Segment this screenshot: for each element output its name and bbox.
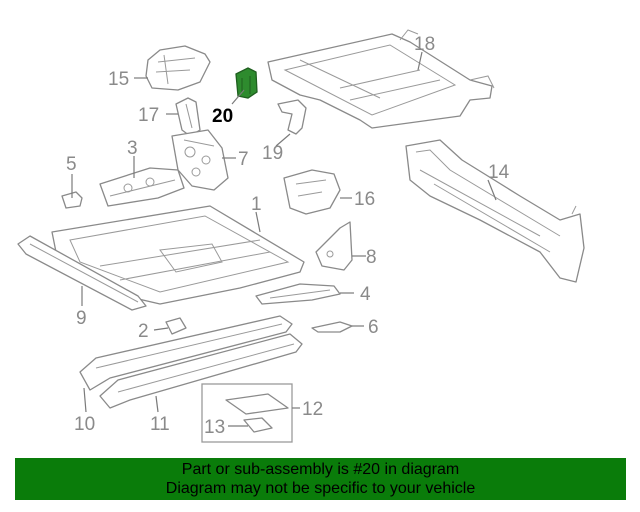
callout-19: 19 — [262, 143, 283, 164]
callout-20: 20 — [212, 106, 233, 127]
callout-13: 13 — [204, 417, 225, 438]
part-2-small-bracket — [165, 317, 187, 335]
part-1-floor-pan — [51, 205, 305, 305]
part-15-bracket — [145, 45, 211, 91]
part-17-small-bracket — [175, 97, 201, 137]
callout-8: 8 — [366, 247, 377, 268]
parts-diagram: 1 2 3 4 5 6 7 8 9 10 11 12 13 14 15 16 1… — [17, 29, 585, 443]
callout-11: 11 — [150, 414, 170, 435]
info-banner: Part or sub-assembly is #20 in diagram D… — [15, 458, 626, 500]
part-3-crossmember — [99, 167, 185, 207]
leader-lines — [71, 51, 497, 427]
part-18-rear-floor — [267, 29, 495, 129]
part-19-hook-bracket — [277, 99, 307, 135]
banner-line-2: Diagram may not be specific to your vehi… — [165, 480, 476, 497]
callout-9: 9 — [76, 308, 87, 329]
callout-4: 4 — [360, 284, 371, 305]
callout-5: 5 — [66, 154, 77, 175]
part-16-bracket — [283, 169, 341, 215]
part-9-sill — [17, 235, 147, 311]
part-7-panel — [171, 129, 229, 191]
callout-numbers: 1 2 3 4 5 6 7 8 9 10 11 12 13 14 15 16 1… — [66, 34, 510, 438]
part-10-rail — [79, 315, 293, 391]
callout-10: 10 — [74, 414, 95, 435]
callout-14: 14 — [488, 162, 510, 183]
callout-1: 1 — [251, 194, 262, 215]
banner-line-1: Part or sub-assembly is #20 in diagram — [181, 461, 460, 478]
callout-15: 15 — [108, 69, 129, 90]
callout-18: 18 — [414, 34, 435, 55]
callout-3: 3 — [127, 138, 138, 159]
parts-12-13-box — [201, 383, 293, 443]
part-11-rail — [99, 333, 303, 409]
callout-17: 17 — [138, 105, 159, 126]
callout-16: 16 — [354, 189, 375, 210]
part-4-member — [255, 283, 341, 305]
callout-7: 7 — [238, 149, 249, 170]
part-5-clip — [61, 191, 83, 209]
callout-6: 6 — [368, 317, 379, 338]
part-20-highlighted-bracket — [235, 67, 258, 99]
part-6-plate — [311, 321, 353, 333]
part-14-side-rail — [405, 139, 585, 283]
callout-12: 12 — [302, 399, 323, 420]
part-8-bracket — [315, 221, 353, 271]
callout-2: 2 — [138, 321, 149, 342]
